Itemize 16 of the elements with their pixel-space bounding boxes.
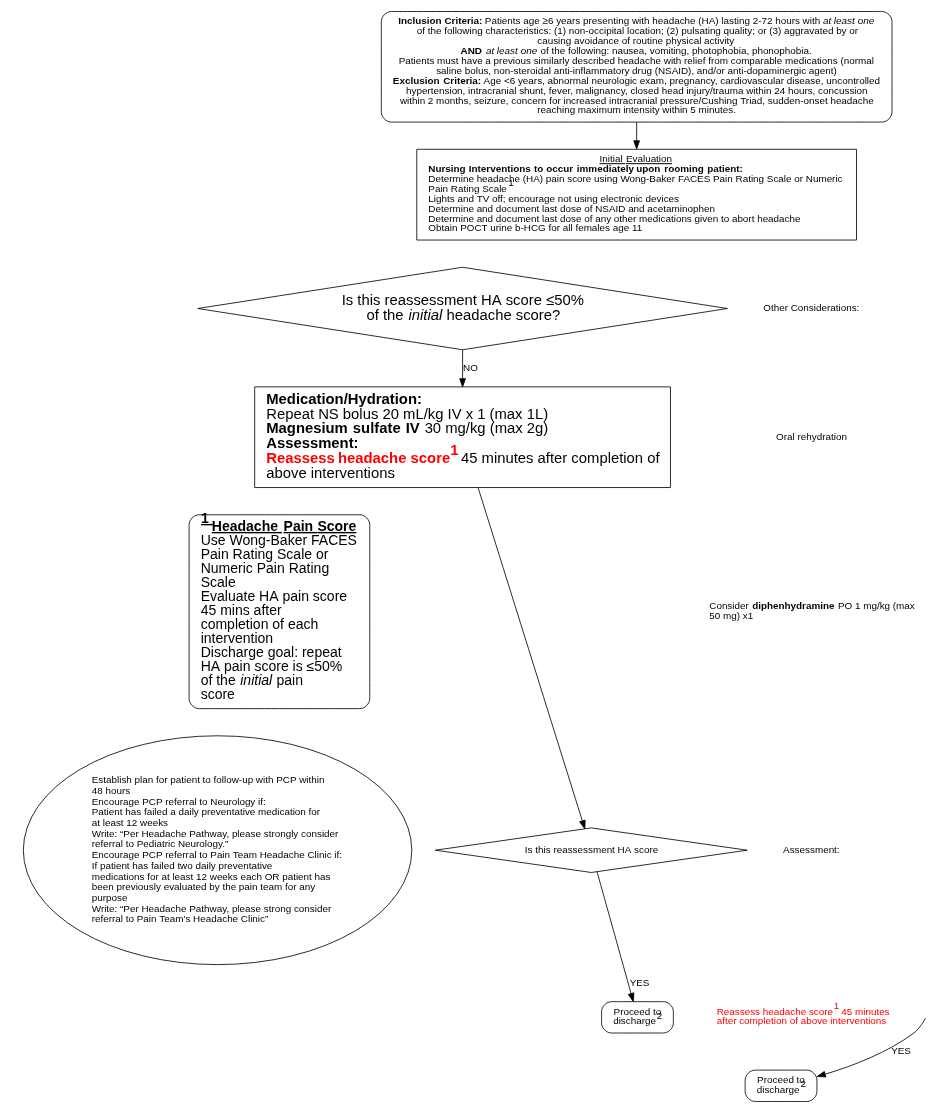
label: Oral rehydration <box>775 430 847 442</box>
label: Other Considerations: <box>762 302 859 314</box>
label: Consider diphenhydramine PO 1 mg/kg (max 50 mg) x1 <box>708 599 915 621</box>
node-box: Inclusion Criteria: Patients age ≥6 years presenting with headache (HA) lasting 2-72 hours with at least one of the following characteristics: (1) non-occipital location; (2) pulsating quality; or (3) aggravated by or causing avoidance of routine physical activity AND at least one of the following: nausea, vomiting, photophobia, phonophobia. Patients must have a previous similarly described headache with relief from comparable medications (normal saline bolus, non-steroidal anti-inflammatory drug (NSAID), and/or anti-dopaminergic agent) Exclusion Criteria: Age <6 years, abnormal neurologic exam, pregnancy, cardiovascular disease, uncontrolled hypertension, intracranial shunt, fever, malignancy, closed head injury/trauma within 24 hours, concussion within 2 months, seizure, concern for increased intracranial pressure/Cushing Triad, sudden-onset headache reaching maximum intensity within 5 minutes. <box>380 11 892 123</box>
arrow <box>477 487 586 830</box>
arrow <box>632 121 640 150</box>
node-ellipse: Establish plan for patient to follow-up with PCP within 48 hours Encourage PCP referral to Neurology if: Patient has failed a daily preventative medication for at least 12 weeks Write: “Per Headache Pathway, please strongly consider referral to Pediatric Neurology.” Encourage PCP referral to Pain Team Headache Clinic if: If patient has failed two daily preventative medications for at least 12 weeks each OR patient has been previously evaluated by the pain team for any purpose Write: “Per Headache Pathway, please strong consider referral to Pain Team’s Headache Clinic” <box>22 735 412 966</box>
node-diamond: Is this reassessment HA score ≤50% of the initial headache score? <box>196 266 728 351</box>
edge-label: YES <box>629 976 649 988</box>
arrow <box>596 871 634 1002</box>
label: Assessment: <box>782 843 840 855</box>
edge-label: NO <box>462 361 478 373</box>
arrow <box>458 349 466 388</box>
node-diamond: Is this reassessment HA score <box>434 827 748 873</box>
arrow <box>816 1017 926 1078</box>
edge-label: YES <box>890 1045 911 1057</box>
